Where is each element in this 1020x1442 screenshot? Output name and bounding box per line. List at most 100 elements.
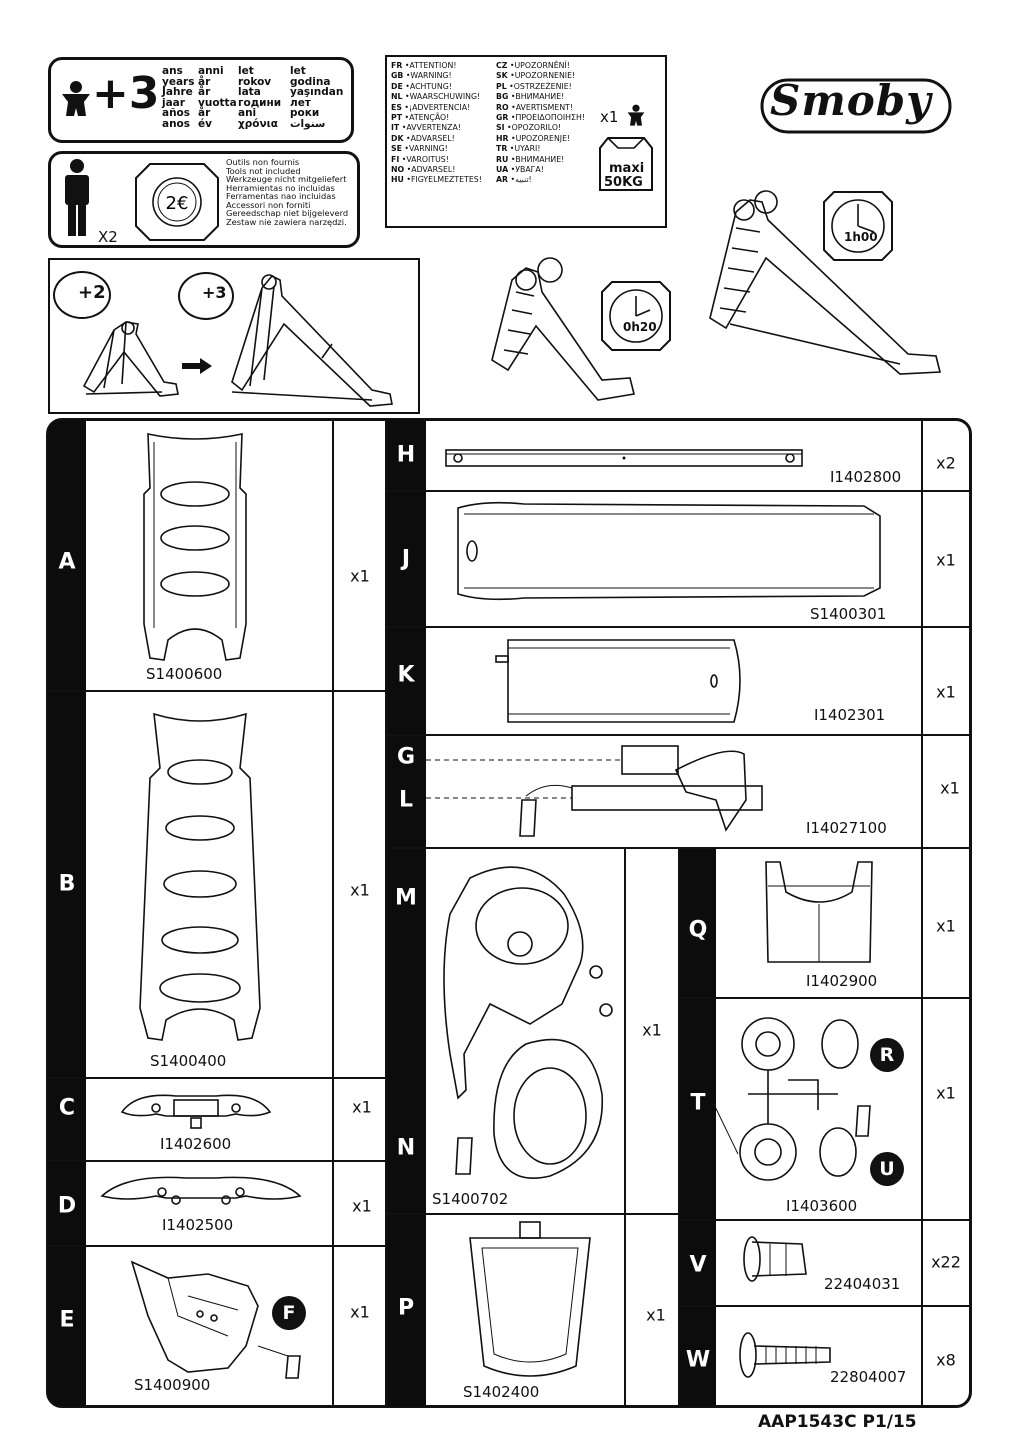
part-letter: B xyxy=(58,871,76,897)
part-code: I14027100 xyxy=(806,819,887,837)
tools-line: Gereedschap niet bijgeleverd xyxy=(226,208,349,218)
part-letter: M xyxy=(395,885,417,911)
warning-line: SK •UPOZORNENIE! xyxy=(496,71,576,81)
divider xyxy=(48,1077,387,1079)
clock-1h-icon xyxy=(823,191,893,261)
part-code: S1400301 xyxy=(810,605,887,623)
part-b-drawing xyxy=(139,712,261,1041)
part-qty: x1 xyxy=(936,550,956,570)
part-letter: G xyxy=(396,744,416,770)
part-letter: P xyxy=(397,1295,415,1321)
part-qty: x22 xyxy=(931,1252,961,1272)
divider xyxy=(48,1245,387,1247)
warning-line: HR •UPOZORENJE! xyxy=(496,133,571,143)
child-icon xyxy=(62,81,90,116)
part-qty: x1 xyxy=(936,916,956,936)
part-v-drawing xyxy=(743,1236,807,1282)
part-code: I1403600 xyxy=(786,1197,858,1215)
tools-note: Outils non fournis Tools not included We… xyxy=(226,158,348,226)
weight-maxi: maxi xyxy=(609,161,645,176)
part-t-drawing xyxy=(707,1017,871,1181)
part-qty: x8 xyxy=(936,1350,956,1370)
age-word: години xyxy=(238,96,282,109)
part-letter: Q xyxy=(688,917,708,943)
part-letter: J xyxy=(401,546,411,572)
age-word: χρόνια xyxy=(238,117,278,130)
part-code: I1402500 xyxy=(162,1216,234,1234)
child-icon xyxy=(627,104,645,126)
time-long: 1h00 xyxy=(844,230,878,244)
age-word: yaşından xyxy=(290,86,344,99)
age-word: jaar xyxy=(162,96,185,109)
warning-col-2: CZ •UPOZORNĚNÍ! SK •UPOZORNENIE! PL •OST… xyxy=(496,61,585,186)
divider xyxy=(921,420,923,1406)
part-qty: x2 xyxy=(936,453,956,473)
part-qty: x1 xyxy=(350,566,370,586)
part-qty: x1 xyxy=(936,1083,956,1103)
warning-line: BG •ВНИМАНИЕ! xyxy=(496,92,565,102)
part-a-drawing xyxy=(143,433,247,661)
part-code: S1400702 xyxy=(432,1190,509,1208)
tools-line: Accessori non forniti xyxy=(226,199,311,210)
part-qty: x1 xyxy=(352,1097,372,1117)
warning-line: NL •WAARSCHUWING! xyxy=(391,92,481,102)
warning-line: PL •OSTRZEŻENIE! xyxy=(496,81,572,91)
part-k-drawing xyxy=(495,639,741,723)
part-code: S1402400 xyxy=(463,1383,540,1401)
stage-3-badge xyxy=(178,272,234,320)
part-code: 22404031 xyxy=(824,1275,901,1293)
divider xyxy=(680,1219,971,1221)
tools-line: Herramientas no incluidas xyxy=(226,182,335,193)
warning-line: HU •FIGYELMEZTETES! xyxy=(391,175,482,185)
age-word: лет xyxy=(290,96,311,109)
stage-2-badge xyxy=(53,271,111,319)
age-word: godina xyxy=(290,75,331,88)
svg-text:2€: 2€ xyxy=(166,193,189,214)
tools-line: Tools not included xyxy=(226,165,301,176)
age-box xyxy=(48,57,354,143)
warning-count: x1 xyxy=(600,108,619,126)
warning-line: FI •VAROITUS! xyxy=(391,154,449,164)
weight-value: 50KG xyxy=(604,175,643,190)
warning-line: IT •AVVERTENZA! xyxy=(391,123,461,133)
part-qty: x1 xyxy=(352,1196,372,1216)
part-e-drawing xyxy=(130,1260,301,1379)
warning-line: RU •ВНИМАНИЕ! xyxy=(496,154,565,164)
divider xyxy=(48,1160,387,1162)
smoby-logo xyxy=(760,78,952,134)
divider xyxy=(680,1305,971,1307)
age-word: ani xyxy=(238,107,257,120)
divider xyxy=(387,490,971,492)
warning-line: FR •ATTENTION! xyxy=(391,61,457,70)
part-letter: V xyxy=(689,1252,707,1278)
slide-assembly-large xyxy=(709,190,942,375)
divider xyxy=(332,420,334,1406)
part-qty: x1 xyxy=(940,778,960,798)
divider xyxy=(680,997,971,999)
part-letter: C xyxy=(58,1095,76,1121)
sub-part-badge: F xyxy=(272,1296,306,1330)
tools-line: Outils non fournis xyxy=(226,157,300,167)
age-word: роки xyxy=(290,107,320,120)
part-letter: H xyxy=(396,442,416,468)
part-qty: x1 xyxy=(936,682,956,702)
warning-line: SE •VARNING! xyxy=(391,144,448,154)
age-word: ans xyxy=(162,65,183,77)
part-gl-drawing xyxy=(426,745,763,837)
warning-line: PT •ATENÇÃO! xyxy=(391,113,450,123)
age-word: år xyxy=(198,86,211,99)
warning-line: DK •ADVARSEL! xyxy=(391,133,455,143)
age-word: anni xyxy=(198,65,224,77)
part-d-drawing xyxy=(100,1176,302,1205)
tools-line: Ferramentas nao incluidas xyxy=(226,191,336,201)
age-word: Jahre xyxy=(162,86,193,99)
part-c-drawing xyxy=(120,1094,272,1129)
part-mn-drawing xyxy=(443,866,613,1179)
warning-line: ES •¡ADVERTENCIA! xyxy=(391,102,471,112)
part-letter: N xyxy=(396,1135,416,1161)
part-qty: x1 xyxy=(350,880,370,900)
age-word: rokov xyxy=(238,75,272,88)
part-letter: W xyxy=(685,1347,711,1373)
time-short: 0h20 xyxy=(623,320,657,334)
part-letter: E xyxy=(59,1307,75,1333)
